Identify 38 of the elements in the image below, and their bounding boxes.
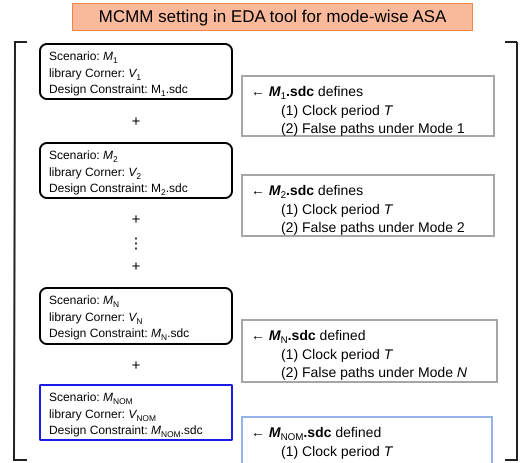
text-line: Scenario: M$_{1}$ — [49, 48, 119, 64]
definition-box — [241, 75, 495, 137]
definition-box — [241, 174, 495, 237]
text-line: Scenario: M$_{N}$ — [49, 292, 120, 308]
text-line: Design Constraint: M$_{N}$.sdc — [49, 325, 190, 342]
text-line: library Corner: V$_{NOM}$ — [49, 406, 157, 422]
text-line: Design Constraint: M$_{NOM}$.sdc — [49, 422, 204, 438]
text-line: (1) Clock period T — [280, 344, 394, 363]
definition-heading: ← M$_{NOM}$.sdc defined — [251, 423, 382, 442]
text-line: Design Constraint: M$_{2}$.sdc — [49, 180, 189, 196]
text-line: Scenario: M$_{NOM}$ — [49, 389, 134, 406]
plus-sign: + — [130, 259, 142, 274]
definition-heading: ← M$_{N}$.sdc defined — [251, 326, 366, 344]
text-line: (1) Clock period T — [280, 100, 394, 119]
text-line: library Corner: V$_{N}$ — [49, 308, 144, 325]
text-line: library Corner: V$_{2}$ — [49, 164, 142, 180]
definition-heading: ← M$_{1}$.sdc defines — [251, 82, 364, 100]
scenario-box — [39, 43, 233, 100]
text-line: Scenario: M$_{2}$ — [49, 147, 119, 164]
text-line: library Corner: V$_{1}$ — [49, 64, 142, 81]
text-line: (2) False paths under Mode 1 — [280, 119, 466, 138]
plus-sign: + — [130, 358, 142, 373]
scenario-box — [39, 287, 233, 345]
title-text: MCMM setting in EDA tool for mode-wise ASA — [98, 6, 448, 28]
plus-sign: + — [130, 212, 142, 227]
ellipsis-mark: ⋮ — [128, 236, 144, 251]
title-banner — [72, 3, 473, 31]
definition-box — [241, 416, 493, 463]
scenario-box — [39, 142, 233, 199]
scenario-box — [39, 384, 233, 441]
text-line: (2) False paths under Mode N — [280, 363, 468, 382]
definition-heading: ← M$_{2}$.sdc defines — [251, 181, 364, 200]
text-line: Design Constraint: M$_{1}$.sdc — [49, 81, 189, 98]
text-line: (1) Clock period T — [280, 442, 394, 460]
text-line: (2) False paths under Mode 2 — [280, 218, 466, 236]
definition-box — [241, 319, 498, 383]
text-line: (1) Clock period T — [280, 200, 394, 218]
plus-sign: + — [130, 114, 142, 129]
